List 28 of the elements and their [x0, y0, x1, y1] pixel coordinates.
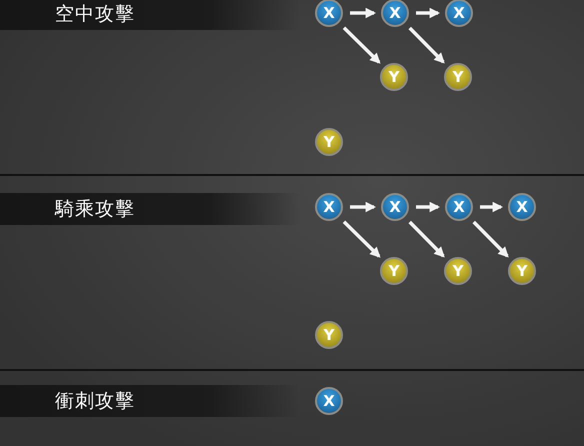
x-button-icon: X [508, 193, 536, 221]
arrow [408, 26, 445, 64]
y-button-icon: Y [315, 321, 343, 349]
x-button-icon: X [445, 193, 473, 221]
section-title: 空中攻擊 [55, 2, 135, 27]
x-button-icon: X [315, 387, 343, 415]
y-button-icon: Y [315, 128, 343, 156]
y-button-icon: Y [380, 257, 408, 285]
arrow [408, 220, 445, 258]
section-title: 騎乘攻擊 [55, 197, 135, 222]
arrow [350, 8, 376, 18]
y-button-icon: Y [508, 257, 536, 285]
arrow [472, 220, 509, 258]
x-button-icon: X [381, 0, 409, 27]
x-button-icon: X [381, 193, 409, 221]
section-title: 衝刺攻擊 [55, 389, 135, 414]
arrow [416, 8, 440, 18]
arrow [416, 202, 440, 212]
arrow [350, 202, 376, 212]
arrow [342, 26, 381, 64]
arrow [480, 202, 504, 212]
x-button-icon: X [315, 0, 343, 27]
y-button-icon: Y [444, 63, 472, 91]
y-button-icon: Y [444, 257, 472, 285]
x-button-icon: X [445, 0, 473, 27]
y-button-icon: Y [380, 63, 408, 91]
arrow [342, 220, 381, 258]
x-button-icon: X [315, 193, 343, 221]
